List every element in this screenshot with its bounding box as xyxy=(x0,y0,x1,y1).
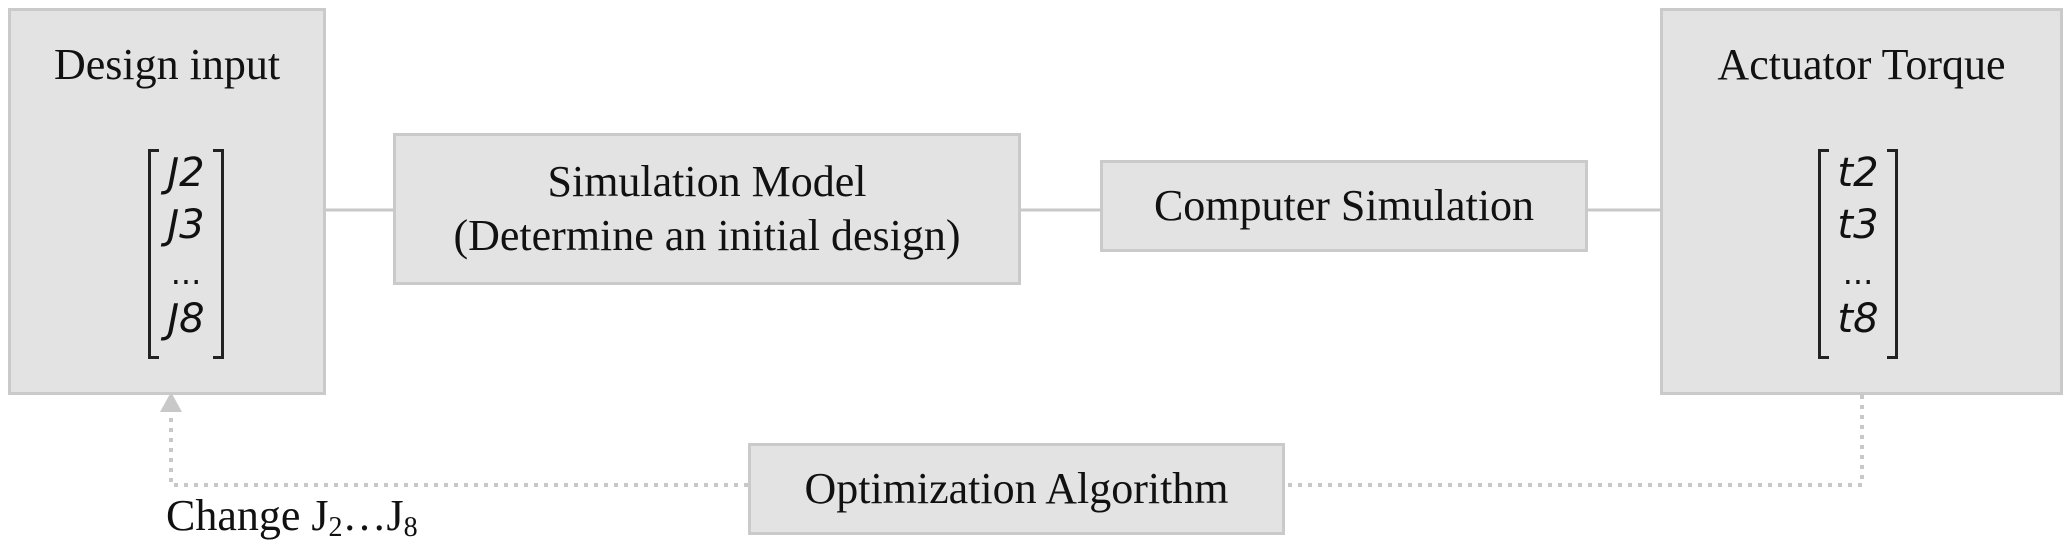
design-input-entry-j2: J2 xyxy=(167,150,205,196)
actuator-torque-entry-dots: ... xyxy=(1842,254,1874,292)
feedback-arrowhead xyxy=(160,392,182,412)
optimization-algorithm-label: Optimization Algorithm xyxy=(804,464,1229,513)
simulation-model-box: Simulation Model (Determine an initial d… xyxy=(393,133,1021,285)
optimization-algorithm-box: Optimization Algorithm xyxy=(748,443,1285,535)
feedback-label-sub-start: 2 xyxy=(328,512,343,543)
feedback-label-middle: …J xyxy=(342,491,404,540)
feedback-dotted-line-left xyxy=(169,410,748,487)
design-input-matrix: J2 J3 ... J8 xyxy=(148,149,224,359)
simulation-model-title: Simulation Model xyxy=(547,157,867,206)
computer-simulation-box: Computer Simulation xyxy=(1100,160,1588,252)
feedback-dotted-line-right xyxy=(1284,395,1864,487)
simulation-model-subtitle: (Determine an initial design) xyxy=(453,211,961,260)
actuator-torque-matrix: t2 t3 ... t8 xyxy=(1818,149,1898,359)
design-input-entry-j8: J8 xyxy=(167,296,205,342)
actuator-torque-box: Actuator Torque t2 t3 ... t8 xyxy=(1660,8,2063,395)
actuator-torque-entry-t8: t8 xyxy=(1837,296,1879,342)
feedback-change-label: Change J2…J8 xyxy=(166,490,418,554)
actuator-torque-entry-t2: t2 xyxy=(1837,150,1879,196)
design-input-title: Design input xyxy=(53,40,281,89)
design-input-box: Design input J2 J3 ... J8 xyxy=(8,8,326,395)
computer-simulation-label: Computer Simulation xyxy=(1153,181,1535,230)
actuator-torque-entry-t3: t3 xyxy=(1837,202,1879,248)
design-input-entry-dots: ... xyxy=(170,254,202,292)
feedback-label-prefix: Change J xyxy=(166,491,329,540)
design-input-entry-j3: J3 xyxy=(167,202,205,248)
feedback-label-sub-end: 8 xyxy=(403,512,418,543)
actuator-torque-title: Actuator Torque xyxy=(1717,40,2006,89)
